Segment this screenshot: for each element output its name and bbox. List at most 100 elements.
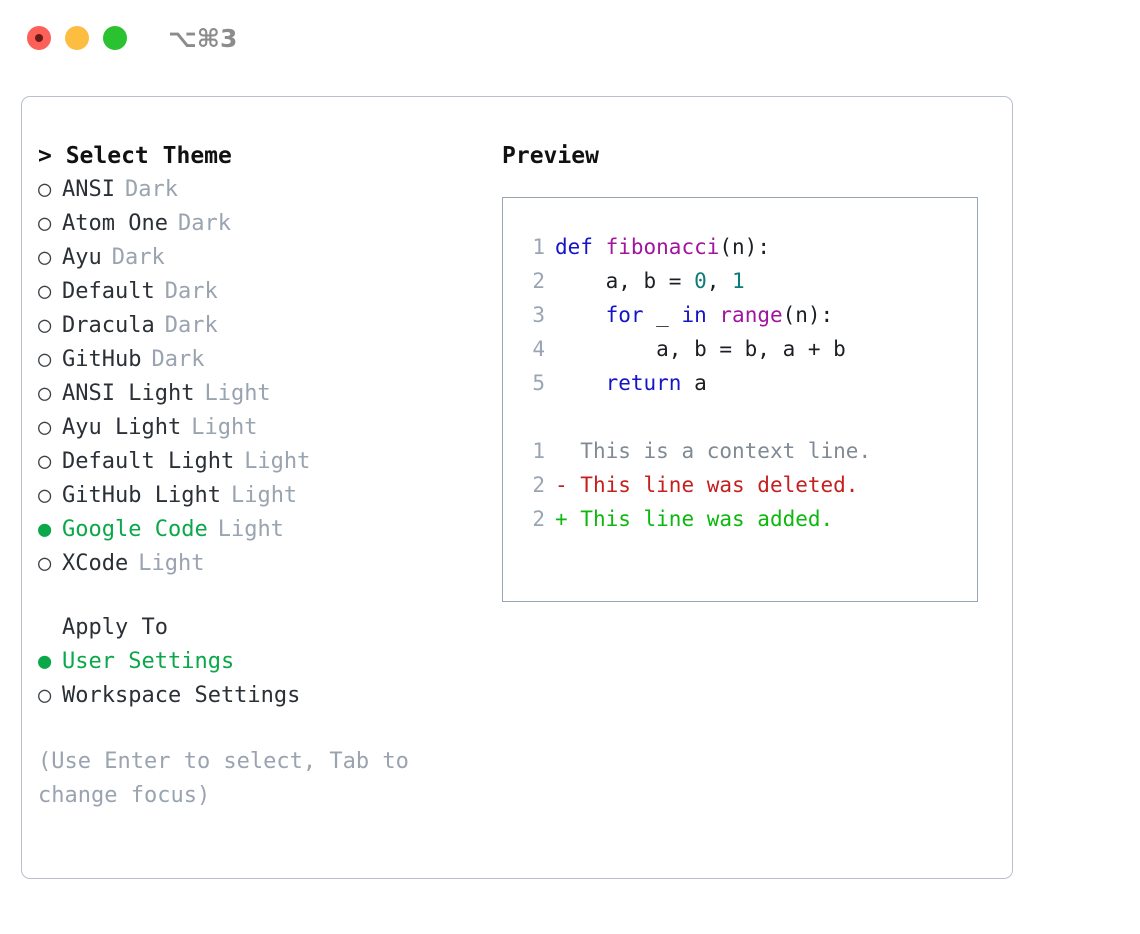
code-token-plain: a [681,371,707,395]
radio-unselected-icon: ○ [38,683,52,708]
apply-to-list: ●User Settings ○ Workspace Settings [38,645,478,713]
code-token-num: 1 [732,269,745,293]
code-line: 2 a, b = 0, 1 [503,264,977,298]
theme-option-variant-tag: Dark [164,279,218,304]
radio-unselected-icon: ○ [38,449,52,474]
title-bar: ⌥⌘3 [0,0,1140,78]
code-token-plain: a, b = b, a + b [555,337,846,361]
theme-option-variant-tag: Dark [177,211,231,236]
code-line: 3 for _ in range(n): [503,298,977,332]
section-gap [38,581,478,611]
diff-marker [555,434,568,468]
theme-option-variant-tag: Light [244,449,311,474]
code-token-plain [555,303,606,327]
line-number: 2 [532,269,545,293]
code-line: 5 return a [503,366,977,400]
radio-unselected-icon: ○ [38,347,52,372]
apply-to-header: Apply To [62,615,168,640]
theme-option-label: Default [62,279,155,304]
line-number: 2 [532,473,545,497]
theme-option-variant-tag: Light [191,415,258,440]
code-token-kw: in [681,303,707,327]
code-line-content: for _ in range(n): [555,298,834,332]
theme-option-label: Default Light [62,449,235,474]
radio-unselected-icon: ○ [38,279,52,304]
apply-to-option-workspace-settings[interactable]: ○ Workspace Settings [38,679,478,713]
diff-line-ctx: 1 This is a context line. [503,434,977,468]
code-token-plain [555,371,606,395]
theme-option-label: ANSI Light [62,381,195,406]
traffic-light-controls [27,26,127,50]
line-number: 2 [532,507,545,531]
diff-line-del: 2- This line was deleted. [503,468,977,502]
code-token-plain: a, b = [555,269,695,293]
diff-line-add: 2+ This line was added. [503,502,977,536]
code-token-kw: return [605,371,682,395]
theme-option-variant-tag: Dark [151,347,205,372]
radio-unselected-icon: ○ [38,313,52,338]
code-diff-gap [503,400,977,434]
theme-option-label: Dracula [62,313,155,338]
radio-unselected-icon: ○ [38,381,52,406]
code-line-content: a, b = 0, 1 [555,264,745,298]
code-token-num: 0 [694,269,707,293]
apply-to-option-user-settings[interactable]: ●User Settings [38,645,478,679]
theme-option-variant-tag: Light [204,381,271,406]
theme-option-label: ANSI [62,177,115,202]
radio-unselected-icon: ○ [38,551,52,576]
close-window-button[interactable] [27,26,51,50]
minimize-window-button[interactable] [65,26,89,50]
apply-to-option-label: User Settings [62,649,235,674]
code-line-content: return a [555,366,707,400]
maximize-window-button[interactable] [103,26,127,50]
radio-unselected-icon: ○ [38,211,52,236]
diff-sample: 1 This is a context line.2- This line wa… [503,434,977,536]
diff-marker: - [555,473,568,497]
code-token-fn: range [719,303,783,327]
line-number: 3 [532,303,545,327]
code-token-plain: (n): [719,235,770,259]
theme-option-label: Ayu [62,245,102,270]
theme-option-default[interactable]: ○ Default Dark [38,275,478,309]
diff-line-content: This line was added. [567,507,834,531]
radio-unselected-icon: ○ [38,415,52,440]
theme-option-atom-one[interactable]: ○ Atom One Dark [38,207,478,241]
code-token-plain [707,303,720,327]
theme-option-label: GitHub [62,347,142,372]
theme-option-label: Atom One [62,211,168,236]
select-theme-header: > Select Theme [38,143,232,169]
keyboard-shortcut-badge: ⌥⌘3 [168,24,238,53]
code-line-content: a, b = b, a + b [555,332,846,366]
theme-option-label: XCode [62,551,129,576]
theme-option-label: Ayu Light [62,415,182,440]
theme-option-github[interactable]: ○ GitHub Dark [38,343,478,377]
diff-line-content: This is a context line. [567,439,872,463]
apply-to-option-label: Workspace Settings [62,683,301,708]
preview-title: Preview [502,143,599,169]
theme-option-label: GitHub Light [62,483,221,508]
code-token-kw: for [605,303,644,327]
theme-option-ayu-light[interactable]: ○ Ayu Light Light [38,411,478,445]
theme-option-ansi-light[interactable]: ○ ANSI Light Light [38,377,478,411]
theme-option-label: Google Code [62,517,208,542]
keyboard-hint-text: (Use Enter to select, Tab to change focu… [38,749,409,808]
code-token-plain: _ [643,303,682,327]
code-line-content: def fibonacci(n): [555,230,770,264]
radio-unselected-icon: ○ [38,177,52,202]
theme-option-default-light[interactable]: ○ Default Light Light [38,445,478,479]
theme-option-variant-tag: Dark [111,245,165,270]
